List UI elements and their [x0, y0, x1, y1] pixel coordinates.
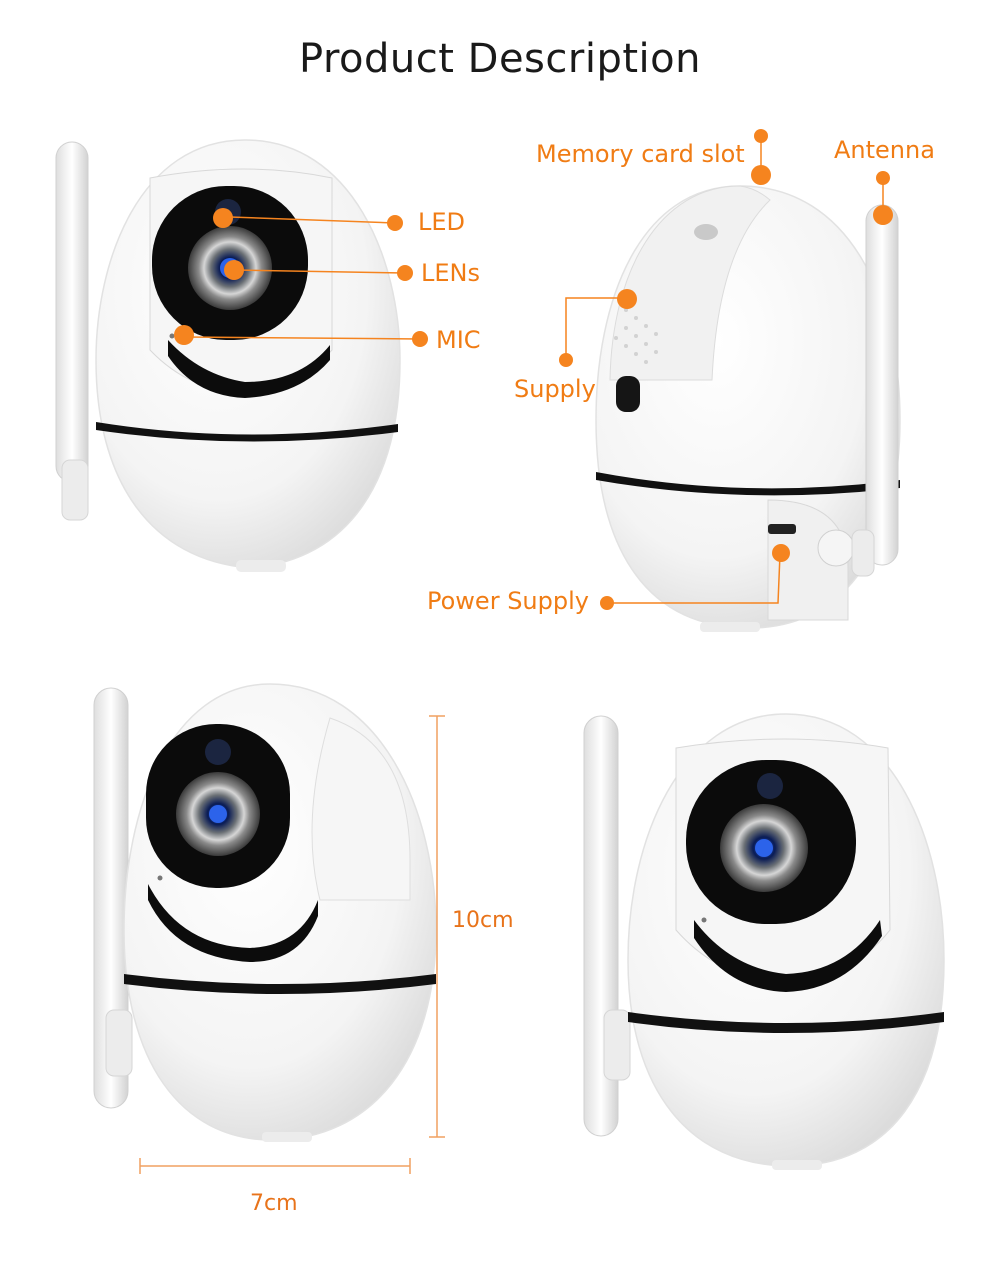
- page-title: Product Description: [299, 36, 701, 82]
- label-power-supply: Power Supply: [427, 587, 589, 615]
- led-icon: [757, 773, 783, 799]
- camera-angled-view: [93, 683, 445, 1174]
- label-lens: LENs: [421, 259, 480, 287]
- callout-memory-card: [751, 129, 771, 185]
- callout-lens: [224, 260, 413, 281]
- callout-led: [213, 208, 403, 231]
- label-mic: MIC: [436, 326, 481, 354]
- camera-rear-view: [559, 129, 901, 632]
- mic-icon: [169, 333, 175, 339]
- label-memory-card-slot: Memory card slot: [536, 140, 745, 168]
- camera-front-view: [55, 139, 428, 572]
- mic-icon: [157, 875, 163, 881]
- callout-mic: [174, 325, 428, 347]
- label-supply: Supply: [514, 375, 596, 403]
- height-dimension-line: [429, 715, 445, 1138]
- label-height-dimension: 10cm: [452, 908, 514, 933]
- mic-icon: [701, 917, 707, 923]
- width-dimension-line: [139, 1158, 411, 1174]
- label-led: LED: [418, 208, 466, 236]
- label-width-dimension: 7cm: [250, 1191, 298, 1216]
- antenna-icon: [55, 141, 89, 483]
- led-icon: [205, 739, 231, 765]
- usb-port-icon: [768, 524, 796, 534]
- camera-front-view-2: [583, 713, 945, 1170]
- callout-supply: [559, 289, 637, 367]
- speaker-grille: [614, 308, 658, 364]
- callout-power-supply: [600, 544, 790, 610]
- antenna-icon: [865, 204, 899, 566]
- callout-antenna: [873, 171, 893, 225]
- label-antenna: Antenna: [834, 136, 935, 164]
